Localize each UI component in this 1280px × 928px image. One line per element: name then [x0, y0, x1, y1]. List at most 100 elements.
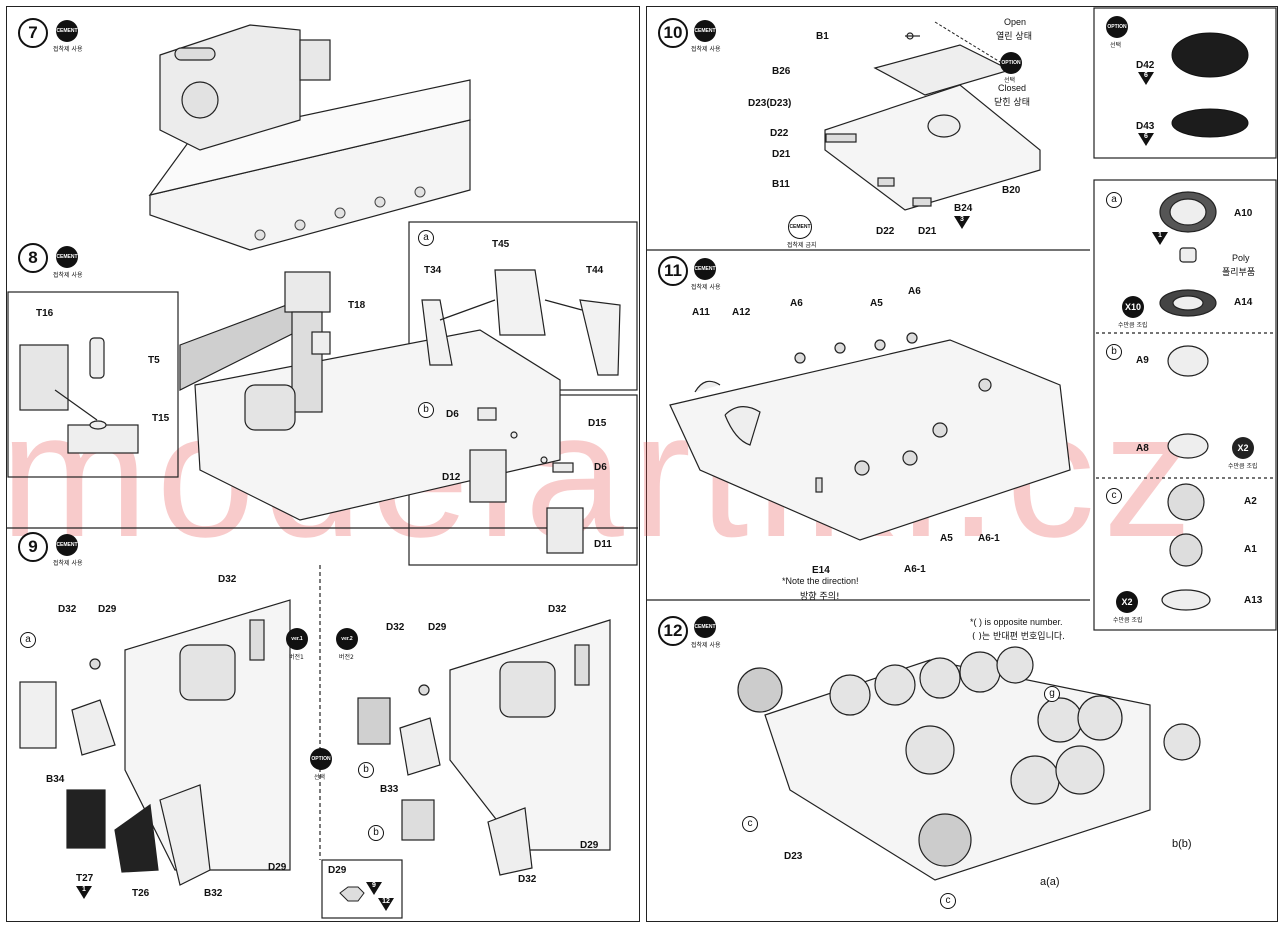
part-label-a6: A6 [908, 286, 921, 297]
multiply-x2-icon: X2 [1232, 437, 1254, 459]
step-number-10: 10 [658, 18, 688, 48]
cement-caption: 접착제 사용 [691, 46, 721, 53]
step8-parts [19, 337, 139, 454]
step9-right-hull [449, 619, 611, 851]
part-label-d12: D12 [442, 472, 461, 483]
part-label-t18: T18 [348, 300, 366, 311]
multiply-x10-icon: X10 [1122, 296, 1144, 318]
part-label-d21: D21 [918, 226, 937, 237]
subassembly-g-marker: g [1044, 686, 1060, 702]
step-number-8: 8 [18, 243, 48, 273]
part-label-a5: A5 [870, 298, 883, 309]
opposite-number-note: *( ) is opposite number. [970, 617, 1063, 627]
part-label-t34: T34 [424, 265, 442, 276]
option-icon: OPTION [1000, 52, 1022, 74]
part-label-d29: D29 [98, 604, 117, 615]
option-caption: 선택 [1004, 77, 1016, 84]
subassembly-box [1093, 179, 1277, 631]
cement-icon: CEMENT [56, 20, 78, 42]
part-label-a12: A12 [732, 307, 751, 318]
option-caption: 선택 [314, 774, 326, 781]
option-caption: 선택 [1110, 42, 1122, 49]
subassembly-a-marker: a [20, 632, 36, 648]
step-number-12: 12 [658, 616, 688, 646]
tri-marker-icon [1138, 72, 1154, 85]
part-label-d32: D32 [518, 874, 537, 885]
part-label-t27: T27 [76, 873, 94, 884]
step-number-9: 9 [18, 532, 48, 562]
subassembly-b-pair-label: b(b) [1172, 838, 1192, 850]
part-label-b20: B20 [1002, 185, 1021, 196]
part-label-t15: T15 [152, 413, 170, 424]
part-label-d29: D29 [580, 840, 599, 851]
no-cement-caption: 접착제 금지 [787, 242, 817, 249]
part-label-t44: T44 [586, 265, 604, 276]
option-box [1093, 7, 1277, 159]
tri-marker-icon [1138, 133, 1154, 146]
part-label-a14: A14 [1234, 297, 1253, 308]
part-label-a10: A10 [1234, 208, 1253, 219]
part-label-d43: D43 [1136, 121, 1155, 132]
part-label-d32: D32 [548, 604, 567, 615]
part-label-d23: D23 [784, 851, 803, 862]
part-label-d23: D23(D23) [748, 98, 792, 109]
part-label-a6-1: A6-1 [978, 533, 1000, 544]
tri-marker-number: 3 [960, 216, 964, 223]
step11-hull [669, 339, 1071, 541]
multiply-x2-icon: X2 [1116, 591, 1138, 613]
step-number-11: 11 [658, 256, 688, 286]
cement-icon: CEMENT [694, 616, 716, 638]
subassembly-b-marker: b [368, 825, 384, 841]
part-label-t5: T5 [148, 355, 160, 366]
option-icon: OPTION [310, 748, 332, 770]
part-label-t16: T16 [36, 308, 54, 319]
d29-inset-box [321, 859, 403, 919]
tri-marker-icon [76, 886, 92, 899]
part-label-a1: A1 [1244, 544, 1257, 555]
open-state-label-kr: 열린 상태 [996, 32, 1032, 42]
tri-marker-icon [954, 216, 970, 229]
cement-icon: CEMENT [694, 20, 716, 42]
part-label-d32: D32 [218, 574, 237, 585]
cement-icon: CEMENT [56, 246, 78, 268]
part-label-a6: A6 [790, 298, 803, 309]
subassembly-a-marker: a [1106, 192, 1122, 208]
part-label-d21: D21 [772, 149, 791, 160]
part-label-d22: D22 [876, 226, 895, 237]
cement-caption: 접착제 사용 [53, 272, 83, 279]
part-label-a11: A11 [692, 307, 710, 318]
part-label-b26: B26 [772, 66, 791, 77]
panel-b-parts [469, 407, 584, 554]
part-label-e14: E14 [812, 565, 830, 576]
tri-marker-number: 9 [372, 882, 376, 889]
subassembly-c-marker: c [1106, 488, 1122, 504]
step10-hull-top [824, 32, 1041, 211]
part-label-d42: D42 [1136, 60, 1155, 71]
inset-title-d29: D29 [328, 865, 347, 876]
tri-marker-icon [366, 882, 382, 895]
option-icon: OPTION [1106, 16, 1128, 38]
tri-marker-number: 1 [1158, 232, 1162, 239]
part-label-t26: T26 [132, 888, 150, 899]
part-label-b1: B1 [816, 31, 829, 42]
version-1-icon: ver.1 [286, 628, 308, 650]
part-label-d29: D29 [268, 862, 287, 873]
tri-marker-icon [1152, 232, 1168, 245]
tri-marker-icon [378, 898, 394, 911]
step8-hull [179, 271, 561, 521]
part-label-a9: A9 [1136, 355, 1149, 366]
panel-a-marker: a [418, 230, 434, 246]
opposite-number-note-kr: ( )는 반대편 번호입니다. [972, 632, 1065, 642]
panel-b-marker: b [418, 402, 434, 418]
part-label-b33: B33 [380, 784, 399, 795]
tri-marker-number: 1 [82, 886, 86, 893]
poly-cap-label-kr: 폴리부품 [1222, 268, 1256, 278]
part-label-d29: D29 [428, 622, 447, 633]
part-label-d6: D6 [594, 462, 607, 473]
step8-left-box [7, 291, 179, 478]
open-state-label: Open [1004, 17, 1027, 27]
option-tarps [1171, 32, 1249, 138]
cement-caption: 접착제 사용 [53, 46, 83, 53]
tri-marker-number: 6 [1144, 72, 1148, 79]
